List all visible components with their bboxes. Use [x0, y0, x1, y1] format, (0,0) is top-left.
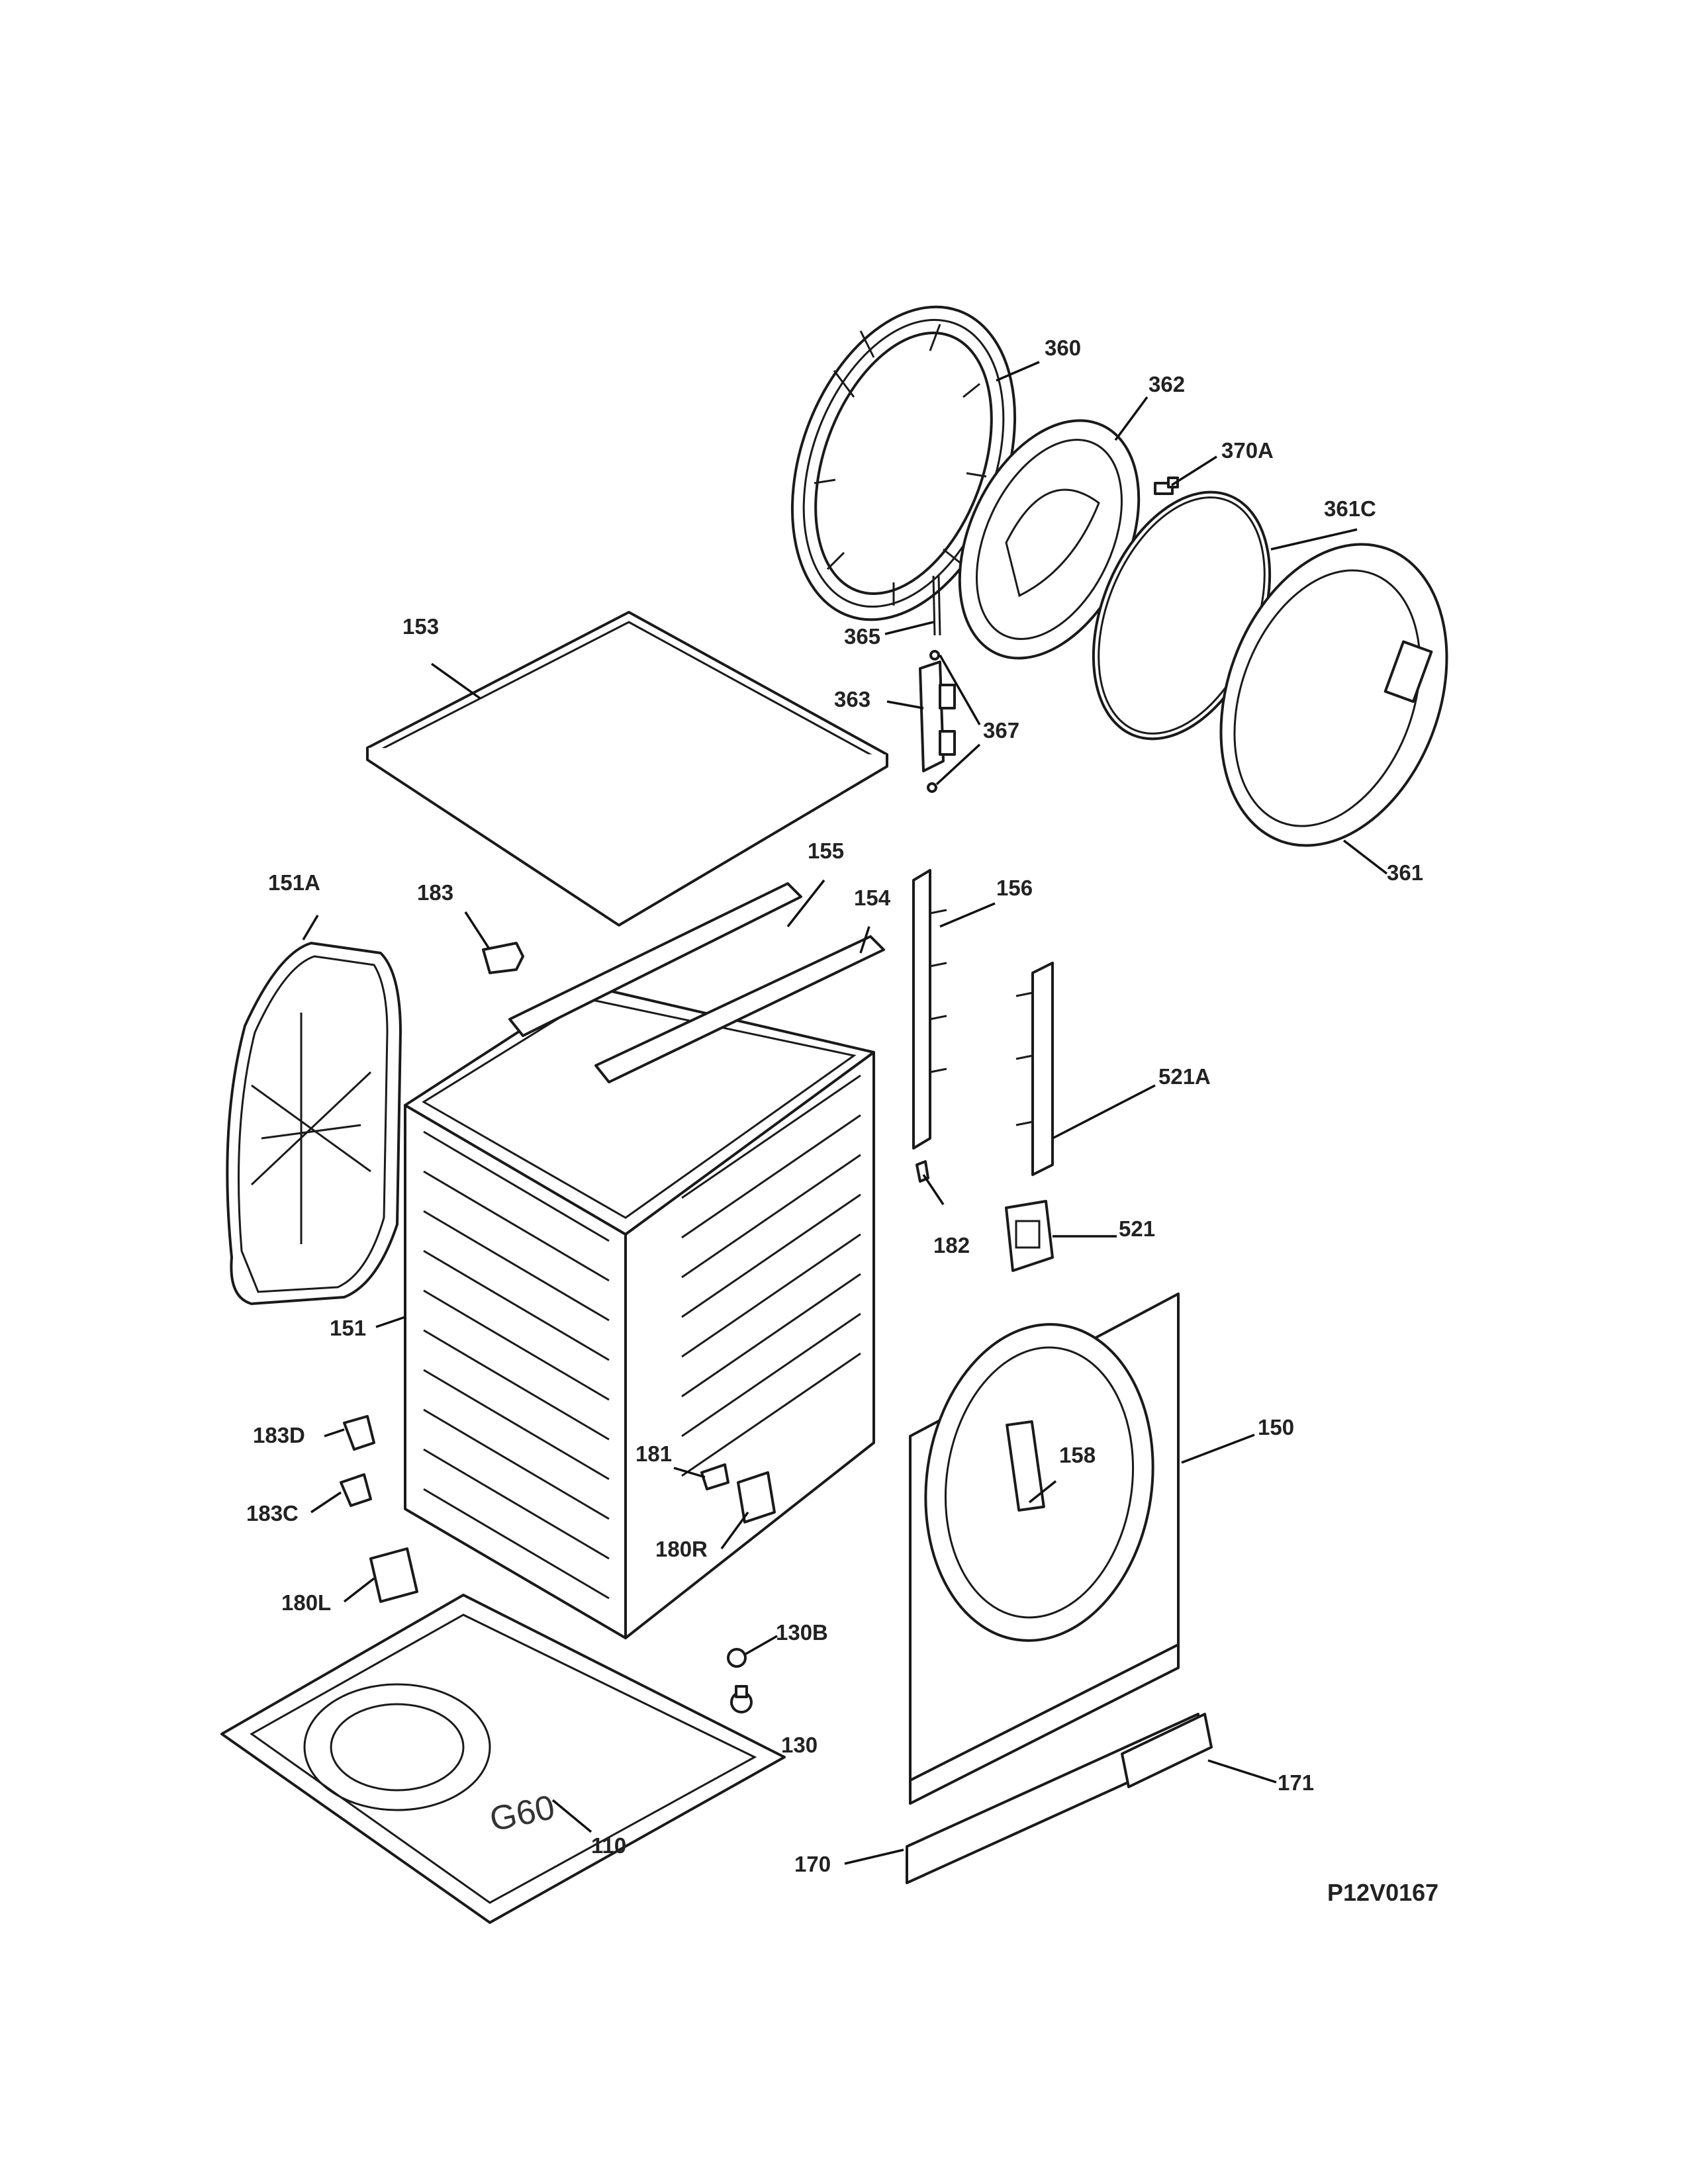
part-180R-foot-bracket: [737, 1471, 776, 1524]
callout-171: 171: [1278, 1770, 1314, 1795]
callout-150: 150: [1258, 1415, 1294, 1439]
callout-154: 154: [854, 886, 891, 910]
callout-367: 367: [983, 718, 1019, 743]
part-153-top-panel: [366, 611, 888, 927]
part-370A-hinge-pin: [1154, 477, 1179, 495]
part-360-door-trim-ring: [790, 305, 1017, 621]
diagram-code: P12V0167: [1327, 1879, 1438, 1906]
callout-151A: 151A: [268, 870, 320, 895]
callout-363: 363: [834, 687, 870, 711]
part-151-cabinet-frame: [404, 882, 885, 1639]
callout-labels: 360 362 370A 361C 153 365 363 367 361 15…: [246, 336, 1423, 1876]
part-367-screws: [927, 650, 940, 793]
callout-365: 365: [844, 624, 880, 649]
part-521A-door-lock-bracket: [1015, 962, 1054, 1176]
callout-153: 153: [402, 614, 439, 639]
part-363-door-hinge: [919, 660, 956, 772]
part-183C-clip: [340, 1473, 372, 1507]
part-150-front-panel: [909, 1293, 1180, 1805]
callout-170: 170: [794, 1852, 831, 1876]
callout-158: 158: [1059, 1443, 1096, 1467]
leader-lines: [302, 361, 1388, 1865]
callout-151: 151: [330, 1316, 366, 1340]
part-130B-foot-nut: [727, 1648, 747, 1668]
part-158-door-boot-insert: [1006, 1420, 1045, 1512]
callout-181: 181: [635, 1441, 672, 1466]
callout-361C: 361C: [1324, 496, 1376, 521]
part-156-rail: [912, 869, 947, 1150]
callout-182: 182: [933, 1233, 970, 1257]
callout-521A: 521A: [1158, 1064, 1211, 1089]
callout-130B: 130B: [776, 1620, 828, 1645]
part-181-clip: [700, 1463, 729, 1490]
part-171-service-cover: [1121, 1713, 1213, 1788]
part-180L-foot-bracket: [369, 1547, 418, 1603]
callout-370A: 370A: [1221, 438, 1274, 463]
part-183-bracket: [482, 942, 524, 974]
callout-180L: 180L: [281, 1590, 331, 1615]
callout-180R: 180R: [655, 1537, 708, 1561]
callout-130: 130: [781, 1733, 818, 1757]
callout-183C: 183C: [246, 1501, 299, 1525]
callout-361: 361: [1387, 860, 1423, 885]
part-183D-clip: [343, 1415, 375, 1451]
part-361C-door-seal-ring: [1092, 490, 1272, 741]
part-151A-side-panel: [226, 942, 402, 1305]
part-521-door-lock: [1005, 1200, 1054, 1272]
part-365-hinge-rod: [932, 575, 941, 636]
part-110-base: G60: [220, 1594, 786, 1924]
part-130-leveling-leg: [730, 1685, 753, 1713]
part-361-outer-door: [1219, 543, 1448, 847]
callout-110: 110: [591, 1833, 626, 1858]
callout-360: 360: [1045, 336, 1081, 360]
callout-183: 183: [417, 880, 453, 905]
callout-362: 362: [1149, 372, 1185, 396]
callout-183D: 183D: [253, 1423, 305, 1447]
callout-521: 521: [1119, 1216, 1155, 1241]
callout-155: 155: [808, 839, 844, 863]
callout-156: 156: [996, 876, 1033, 900]
